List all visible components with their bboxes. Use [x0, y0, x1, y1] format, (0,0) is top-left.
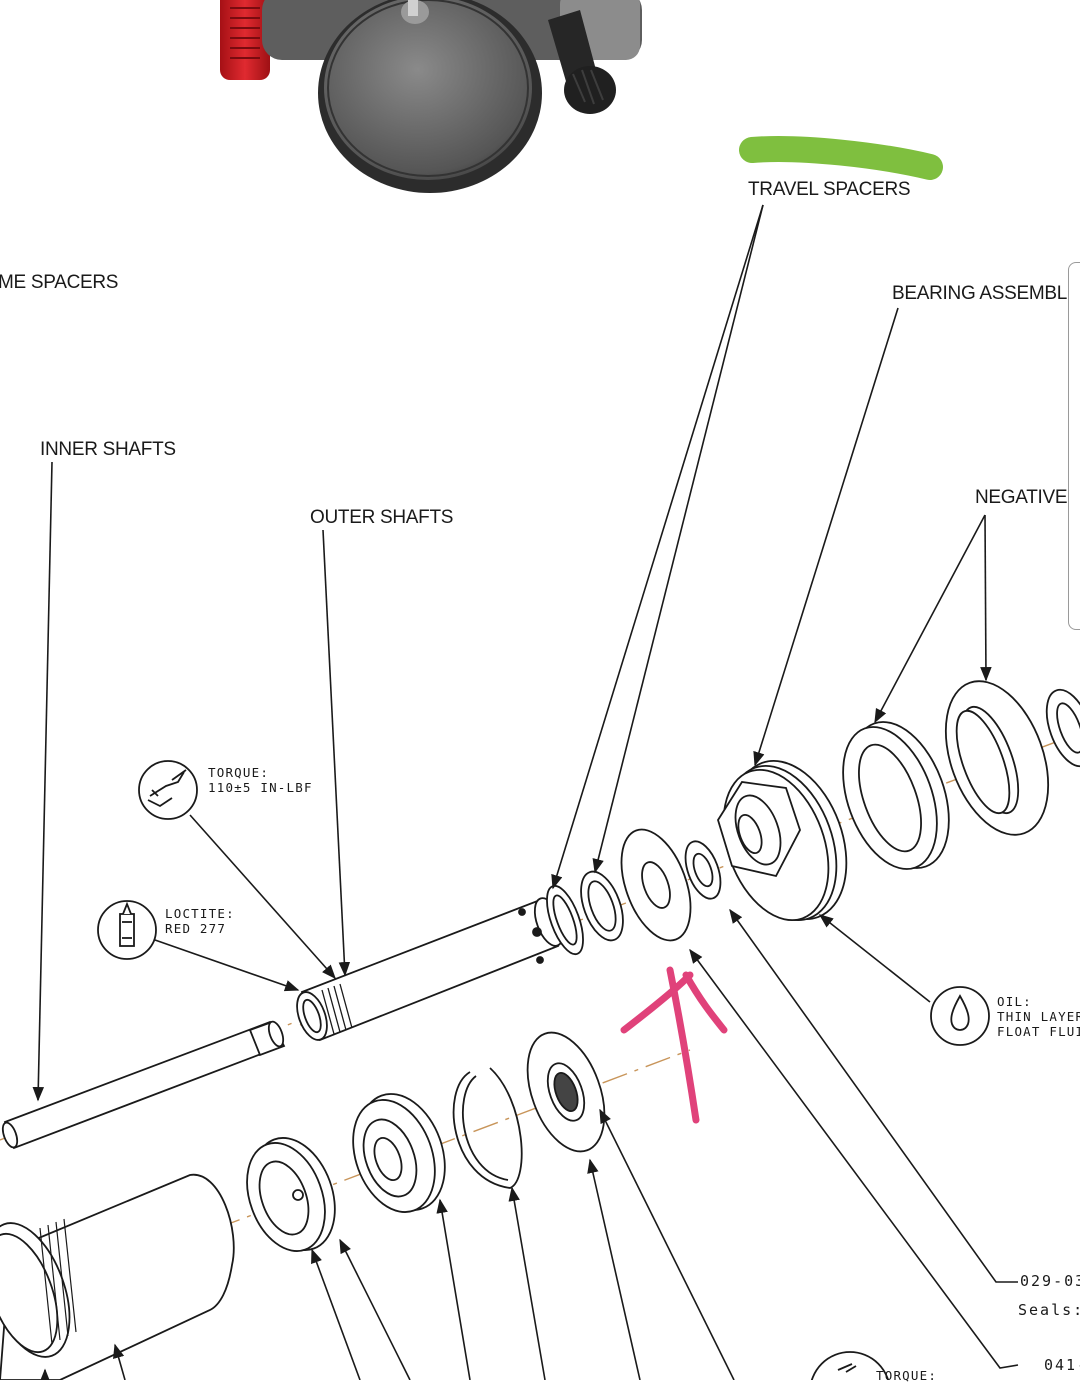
part-number-1: 029-03	[1020, 1272, 1080, 1290]
inner-shaft	[1, 1020, 286, 1150]
scrollbar[interactable]	[1068, 262, 1080, 630]
piston	[352, 1093, 446, 1213]
label-volume-spacers: ME SPACERS	[0, 272, 119, 293]
part-number-2: 041-	[1044, 1356, 1080, 1374]
note-torque-1: TORQUE: 110±5 IN-LBF	[208, 765, 313, 795]
air-can-body	[0, 1174, 235, 1380]
seal-washer	[526, 1031, 606, 1153]
label-outer-shafts: OUTER SHAFTS	[310, 507, 454, 528]
label-negative-volume: NEGATIVE V	[975, 487, 1080, 508]
outer-shaft	[296, 897, 565, 1042]
pink-pen-mark	[620, 966, 728, 1124]
label-bearing-assemblies: BEARING ASSEMBLIES	[892, 283, 1080, 304]
label-travel-spacers: TRAVEL SPACERS	[748, 179, 911, 200]
small-spacer	[684, 840, 722, 900]
part-number-1-desc: Seals:	[1018, 1301, 1080, 1319]
piston-seal-head	[246, 1137, 336, 1252]
negative-volume-spacers	[842, 680, 1080, 870]
travel-spacers	[546, 870, 624, 956]
green-highlight-mark	[739, 136, 943, 180]
torque-icon	[810, 1351, 890, 1380]
oil-drop-icon	[930, 986, 990, 1046]
loctite-tube-icon	[97, 900, 157, 960]
retaining-clip	[452, 1067, 523, 1189]
washer-large	[620, 828, 692, 942]
note-torque-2: TORQUE:	[876, 1368, 938, 1383]
label-inner-shafts: INNER SHAFTS	[40, 439, 176, 460]
shock-top-render	[220, 0, 642, 193]
note-loctite: LOCTITE: RED 277	[165, 906, 235, 936]
note-oil: OIL: THIN LAYER FLOAT FLUI	[997, 994, 1080, 1039]
bearing-assembly	[717, 760, 848, 922]
leader-lines	[32, 204, 1019, 1380]
wrench-hand-icon	[138, 760, 198, 820]
